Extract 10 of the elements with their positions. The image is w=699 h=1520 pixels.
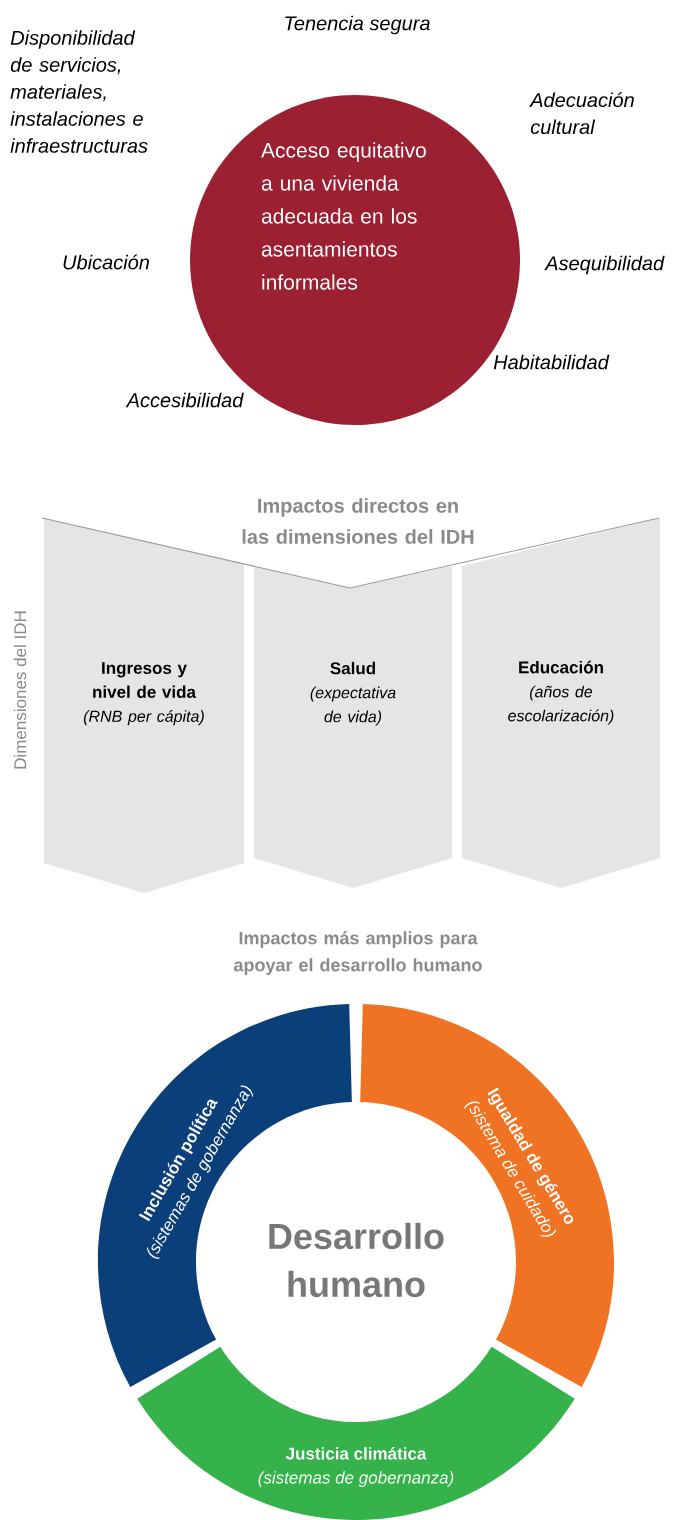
label: Asequibilidad <box>544 255 665 275</box>
label: Ubicación <box>63 254 149 270</box>
banner-panel: Salud (expectativa de vida) <box>254 566 452 888</box>
label: Disponibilidad de servicios, materiales, instalaciones e infraestructuras <box>10 30 148 153</box>
heading: Impactos más amplios para apoyar el desarrollo humano <box>234 931 482 975</box>
label: Tenencia segura <box>285 15 430 35</box>
axis-label: Dimensiones del IDH <box>13 611 27 769</box>
banner-panel: Ingresos y nivel de vida (RNB per cápita) <box>44 518 244 893</box>
ring-segment: Justicia climática (sistemas de gobernanza) <box>137 1346 575 1520</box>
label: Adecuación cultural <box>529 92 634 135</box>
